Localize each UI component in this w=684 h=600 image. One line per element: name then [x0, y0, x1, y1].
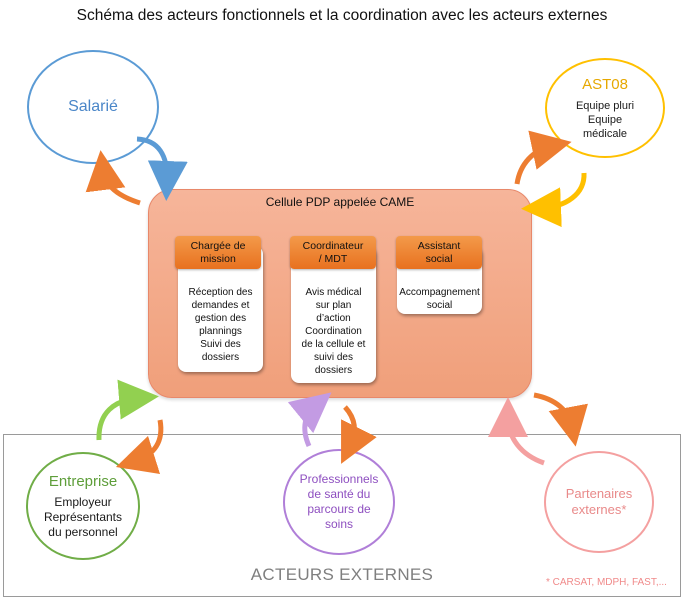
entreprise-label: Entreprise: [48, 472, 118, 490]
card-coordinateur-line: suivi des: [314, 352, 353, 363]
card-coordinateur-line: Avis médical: [305, 287, 362, 298]
entreprise-line2: Représentants: [43, 509, 123, 524]
card-chargee-line: Suivi des: [200, 339, 241, 350]
card-chargee-line: gestion des: [194, 313, 247, 324]
arrow-cellule-to-entreprise: [115, 419, 164, 475]
professionnels-line2: de santé du: [307, 487, 371, 501]
professionnels-line3: parcours de: [307, 502, 371, 516]
partenaires-line2: externes*: [571, 502, 627, 517]
professionnels-line1: Professionnels: [299, 472, 379, 486]
entreprise-line1: Employeur: [54, 494, 112, 509]
partners-footnote: * CARSAT, MDPH, FAST,...: [546, 577, 667, 588]
card-coordinateur-line: dossiers: [314, 365, 353, 376]
arrow-professionnels-to-cellule: [287, 392, 332, 448]
card-assistant-head: Assistant social: [396, 236, 482, 269]
external-actors-label: ACTEURS EXTERNES: [250, 565, 434, 584]
arrow-ast08-to-cellule: [521, 172, 587, 228]
card-chargee-line: Réception des: [188, 287, 253, 298]
card-assistant-body: Accompagnement social: [394, 286, 485, 312]
arrow-partenaires-to-cellule: [488, 397, 545, 466]
card-chargee-head: Chargée de mission: [175, 236, 261, 269]
diagram-title: Schéma des acteurs fonctionnels et la co…: [76, 7, 608, 24]
ast08-line1: Equipe pluri: [575, 99, 635, 112]
card-coordinateur-line: sur plan: [315, 300, 352, 311]
salarie-label: Salarié: [68, 98, 118, 115]
arrow-cellule-to-partenaires: [533, 392, 588, 447]
arrow-cellule-to-salarie: [85, 150, 141, 206]
card-chargee-line: dossiers: [201, 352, 240, 363]
card-coordinateur-line: de la cellule et: [301, 339, 366, 350]
card-chargee-body: Réception des demandes et gestion des pl…: [178, 286, 263, 364]
card-coordinateur-head: Coordinateur / MDT: [290, 236, 376, 269]
partenaires-node: Partenaires externes*: [544, 451, 654, 553]
salarie-node: Salarié: [27, 50, 159, 164]
card-coordinateur-body: Avis médical sur plan d’action Coordinat…: [291, 286, 376, 377]
card-coordinateur-line: d’action: [316, 313, 351, 324]
cellule-title: Cellule PDP appelée CAME: [265, 195, 415, 209]
arrow-cellule-to-professionnels: [341, 405, 377, 464]
ast08-label: AST08: [582, 75, 628, 93]
card-chargee-line: plannings: [199, 326, 242, 337]
professionnels-line4: soins: [324, 517, 353, 531]
card-assistant-line: Accompagnement: [399, 287, 480, 298]
card-assistant-line: social: [426, 300, 453, 311]
arrow-salarie-to-cellule: [136, 136, 188, 201]
ast08-line3: médicale: [582, 127, 628, 140]
professionnels-node: Professionnels de santé du parcours de s…: [283, 449, 395, 555]
arrow-cellule-to-ast08: [514, 130, 572, 185]
entreprise-line3: du personnel: [48, 524, 118, 539]
card-coordinateur-line: Coordination: [305, 326, 362, 337]
card-chargee-line: demandes et: [191, 300, 250, 311]
arrow-entreprise-to-cellule: [96, 379, 159, 441]
ast08-line2: Equipe: [587, 113, 623, 126]
partenaires-line1: Partenaires: [565, 486, 633, 501]
